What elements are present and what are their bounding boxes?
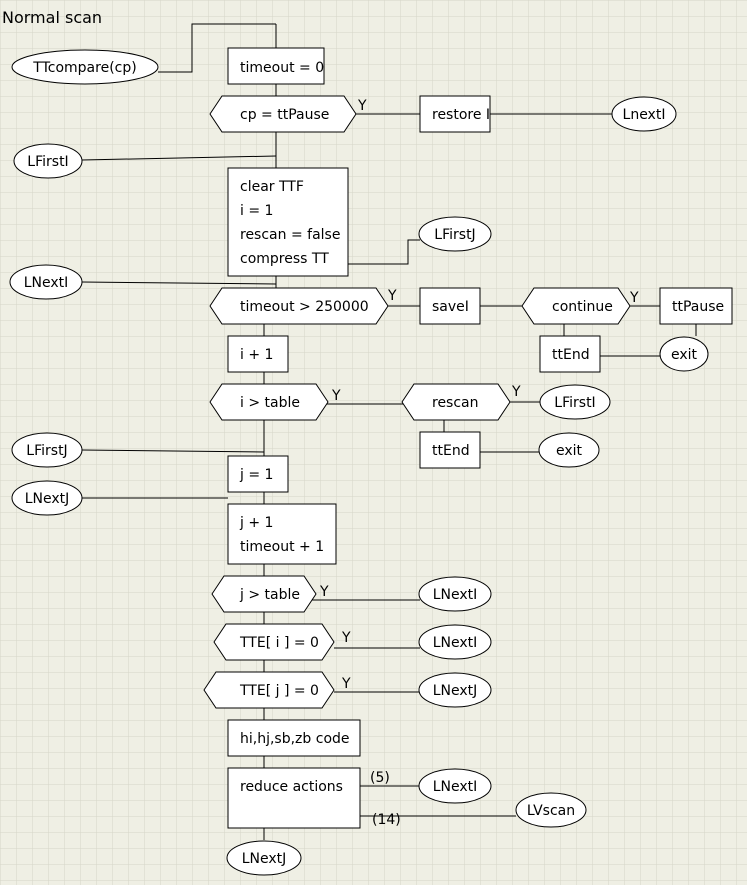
node-label: LVscan (527, 803, 575, 819)
node-lfirstj-right[interactable]: LFirstJ (418, 216, 492, 252)
node-lnexti-j[interactable]: LNextI (418, 576, 492, 612)
node-tte-j-decision[interactable]: TTE[ j ] = 0 (203, 671, 335, 709)
node-label: exit (556, 443, 583, 459)
yes-label: Y (357, 98, 367, 114)
node-label: rescan = false (240, 227, 340, 243)
node-label: rescan (432, 395, 479, 411)
node-label: restore I (432, 107, 490, 123)
branch-label-5: (5) (370, 770, 390, 786)
yes-label: Y (319, 584, 329, 600)
node-lnexti-tte[interactable]: LNextI (418, 624, 492, 660)
node-ttpause[interactable]: ttPause (659, 287, 733, 325)
node-label: ttEnd (552, 347, 590, 363)
node-label: clear TTF (240, 179, 304, 195)
node-label: TTcompare(cp) (32, 60, 136, 76)
node-continue-decision[interactable]: continue (521, 287, 631, 325)
node-j-gt-table-decision[interactable]: j > table (211, 575, 317, 613)
node-label: timeout = 0 (240, 60, 324, 76)
node-label: ttEnd (432, 443, 470, 459)
yes-label: Y (511, 384, 521, 400)
node-label: ttPause (672, 299, 724, 315)
node-ttend-1[interactable]: ttEnd (539, 335, 601, 373)
node-label: LNextI (433, 635, 478, 651)
node-label: LNextI (24, 275, 69, 291)
node-label: i + 1 (240, 347, 273, 363)
node-label: reduce actions (240, 779, 343, 795)
node-reduce-actions[interactable]: reduce actions (227, 767, 361, 829)
node-savei[interactable]: saveI (419, 287, 481, 325)
node-label: compress TT (240, 251, 329, 267)
node-label: LNextI (433, 587, 478, 603)
yes-label: Y (629, 290, 639, 306)
node-lnexti-reduce[interactable]: LNextI (418, 768, 492, 804)
node-label: i > table (240, 395, 300, 411)
node-label: j + 1 (239, 515, 273, 531)
node-label: TTE[ j ] = 0 (239, 683, 319, 699)
node-label: j = 1 (239, 467, 273, 483)
branch-label-14: (14) (372, 812, 401, 828)
node-lnexti-left[interactable]: LNextI (9, 264, 83, 300)
yes-label: Y (331, 388, 341, 404)
node-label: LFirstI (554, 395, 595, 411)
node-label: LNextJ (242, 851, 287, 867)
node-timeout-gt-decision[interactable]: timeout > 250000 (209, 287, 389, 325)
node-lnexti-top[interactable]: LnextI (611, 96, 677, 132)
node-label: LNextI (433, 779, 478, 795)
node-clear-ttf-block[interactable]: clear TTF i = 1 rescan = false compress … (227, 167, 349, 277)
node-ttcompare[interactable]: TTcompare(cp) (11, 49, 159, 85)
node-label: LNextJ (25, 491, 70, 507)
node-label: TTE[ i ] = 0 (239, 635, 319, 651)
node-label: cp = ttPause (240, 107, 329, 123)
yes-label: Y (341, 676, 351, 692)
node-label: LFirstJ (26, 443, 67, 459)
node-exit-1[interactable]: exit (659, 336, 709, 372)
node-label: i = 1 (240, 203, 273, 219)
node-label: saveI (432, 299, 469, 315)
node-label: j > table (239, 587, 300, 603)
node-rescan-decision[interactable]: rescan (401, 383, 511, 421)
node-exit-2[interactable]: exit (538, 432, 600, 468)
node-i-plus[interactable]: i + 1 (227, 335, 289, 373)
node-lfirsti-right[interactable]: LFirstI (539, 384, 611, 420)
node-lnextj-tte[interactable]: LNextJ (418, 672, 492, 708)
diagram-title: Normal scan (2, 8, 102, 27)
node-label: LnextI (623, 107, 666, 123)
node-label: LFirstJ (434, 227, 475, 243)
node-lnextj-left[interactable]: LNextJ (11, 480, 83, 516)
node-lnextj-bottom[interactable]: LNextJ (226, 840, 302, 876)
node-label: hi,hj,sb,zb code (240, 731, 350, 747)
node-ttend-2[interactable]: ttEnd (419, 431, 481, 469)
node-restore-i[interactable]: restore I (419, 95, 491, 133)
node-label: LFirstI (27, 154, 68, 170)
node-label: continue (552, 299, 613, 315)
node-label: LNextJ (433, 683, 478, 699)
yes-labels: Y Y Y Y Y Y Y Y (319, 98, 639, 692)
node-hi-code[interactable]: hi,hj,sb,zb code (227, 719, 361, 757)
node-j-plus-block[interactable]: j + 1 timeout + 1 (227, 503, 337, 565)
node-label: exit (671, 347, 698, 363)
node-lvscan[interactable]: LVscan (515, 792, 587, 828)
node-cp-ttpause-decision[interactable]: cp = ttPause (209, 95, 357, 133)
node-label: timeout + 1 (240, 539, 324, 555)
node-tte-i-decision[interactable]: TTE[ i ] = 0 (213, 623, 335, 661)
yes-label: Y (387, 288, 397, 304)
yes-label: Y (341, 630, 351, 646)
node-j-one[interactable]: j = 1 (227, 455, 289, 493)
node-lfirstj-left[interactable]: LFirstJ (11, 432, 83, 468)
node-i-gt-table-decision[interactable]: i > table (209, 383, 329, 421)
node-lfirsti-left[interactable]: LFirstI (13, 143, 83, 179)
connectors (81, 23, 697, 840)
node-label: timeout > 250000 (240, 299, 369, 315)
node-timeout-zero[interactable]: timeout = 0 (227, 47, 325, 85)
